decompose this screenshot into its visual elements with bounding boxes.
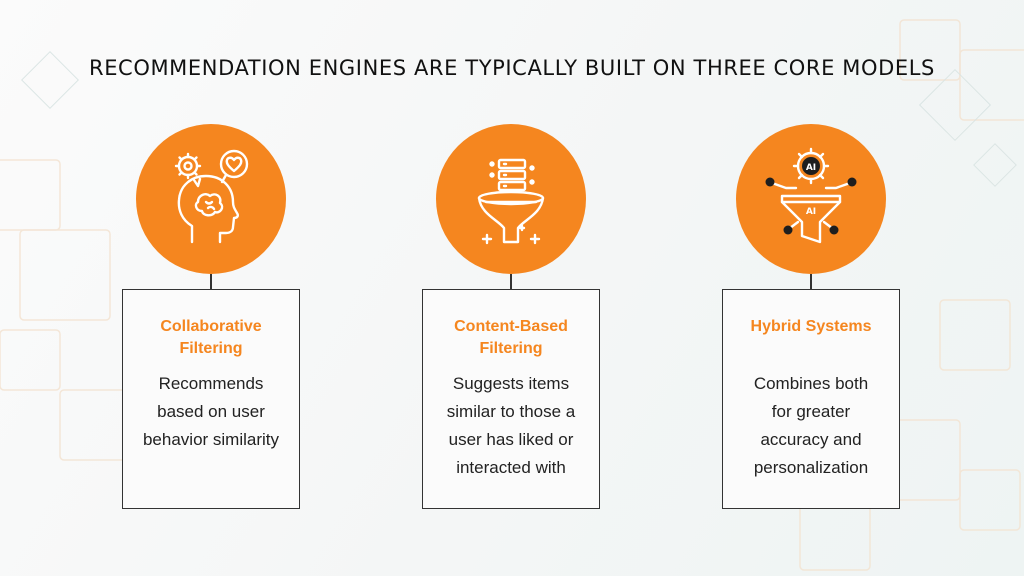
model-content-based-filtering: Content-Based Filtering Suggests items s… bbox=[411, 0, 611, 576]
content-based-filtering-badge bbox=[436, 124, 586, 274]
model-description: Combines both for greater accuracy and p… bbox=[753, 374, 869, 477]
ai-gear-funnel-icon: AI AI bbox=[765, 147, 857, 244]
model-title: Collaborative Filtering bbox=[160, 318, 262, 357]
connector-line bbox=[210, 274, 212, 290]
svg-text:AI: AI bbox=[806, 207, 816, 217]
hybrid-systems-card: Hybrid Systems Combines both for greater… bbox=[722, 289, 900, 509]
model-collaborative-filtering: Collaborative Filtering Recommends based… bbox=[111, 0, 311, 576]
model-title: Content-Based Filtering bbox=[454, 318, 568, 357]
connector-line bbox=[510, 274, 512, 290]
head-gear-heart-icon bbox=[174, 149, 249, 244]
data-funnel-icon bbox=[477, 158, 545, 245]
model-hybrid-systems: AI AI Hybrid Systems Combines both for g… bbox=[711, 0, 911, 576]
collaborative-filtering-card: Collaborative Filtering Recommends based… bbox=[122, 289, 300, 509]
svg-text:AI: AI bbox=[806, 163, 816, 173]
model-description: Suggests items similar to those a user h… bbox=[446, 374, 576, 477]
hybrid-systems-badge: AI AI bbox=[736, 124, 886, 274]
model-title: Hybrid Systems bbox=[750, 318, 872, 335]
model-description: Recommends based on user behavior simila… bbox=[142, 374, 280, 449]
page-title: RECOMMENDATION ENGINES ARE TYPICALLY BUI… bbox=[89, 56, 935, 80]
content-based-filtering-card: Content-Based Filtering Suggests items s… bbox=[422, 289, 600, 509]
connector-line bbox=[810, 274, 812, 290]
collaborative-filtering-badge bbox=[136, 124, 286, 274]
